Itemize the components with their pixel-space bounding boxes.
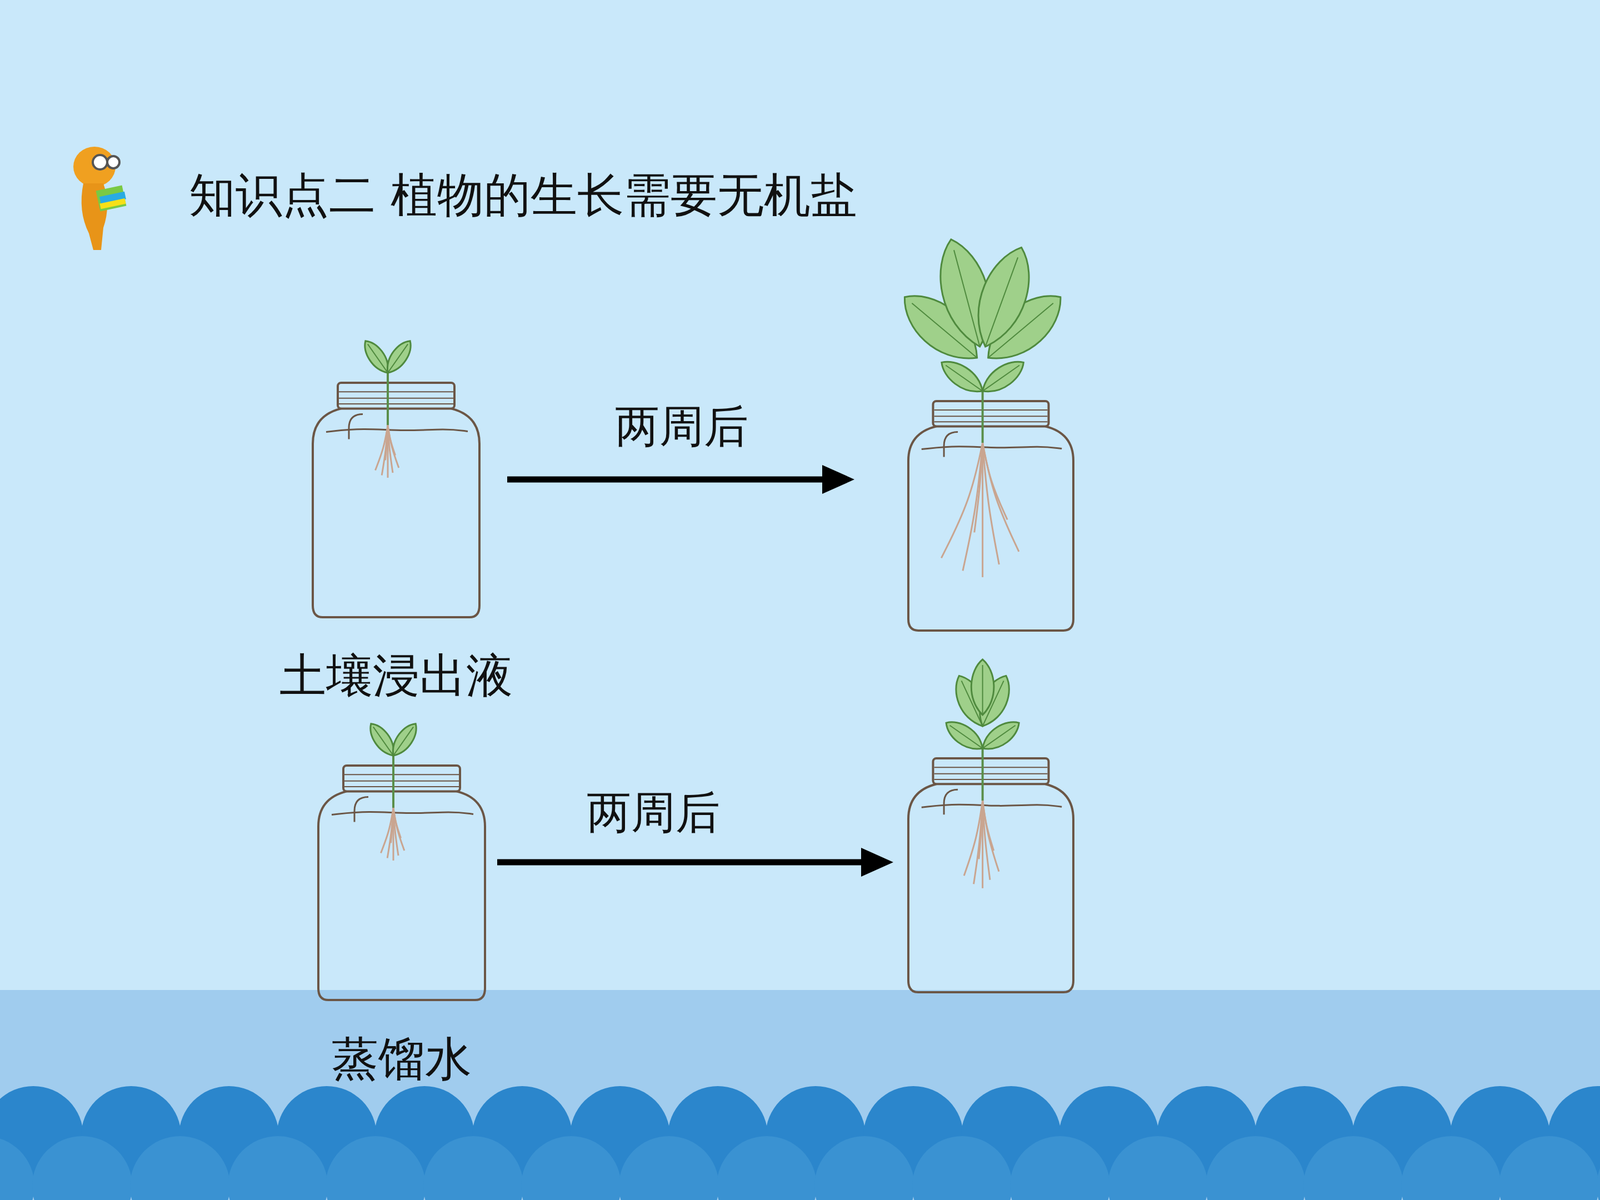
arrows: [497, 465, 894, 877]
wave-circle: [1107, 1136, 1208, 1200]
wave-circle: [618, 1136, 719, 1200]
seedling: [941, 659, 1025, 756]
jar-node: 土壤浸出液: [312, 382, 480, 618]
arrow-line: [507, 476, 828, 483]
leaf: [965, 240, 1043, 354]
seedling: [365, 719, 422, 760]
seedling: [891, 233, 1074, 399]
mascot-icon: [73, 146, 127, 250]
jar: [318, 719, 485, 1000]
leaf: [936, 354, 989, 399]
leaf: [387, 719, 422, 760]
wave-circle: [1401, 1136, 1502, 1200]
arrow-head: [861, 847, 894, 877]
leaf: [381, 336, 417, 378]
wave-circle: [1303, 1136, 1404, 1200]
wave-circle: [0, 1136, 35, 1200]
arrow-label: 两周后: [615, 397, 749, 458]
wave-circle: [1010, 1136, 1110, 1200]
leaf: [977, 354, 1030, 399]
wave-decoration: [0, 1086, 1600, 1200]
arrow-line: [497, 859, 867, 866]
leaf: [971, 659, 994, 715]
jar-node: 蒸馏水: [318, 765, 485, 1000]
wave-circle: [423, 1136, 524, 1200]
jar-label: 蒸馏水: [331, 1027, 472, 1092]
wave-circle: [130, 1136, 230, 1200]
jar: [908, 659, 1074, 993]
jar: [312, 336, 480, 618]
arrow-label: 两周后: [586, 783, 720, 844]
wave-circle: [716, 1136, 817, 1200]
wave-circle: [32, 1136, 133, 1200]
jar: [891, 233, 1074, 631]
wave-circle: [1205, 1136, 1306, 1200]
wave-circle: [325, 1136, 426, 1200]
jar-label: 土壤浸出液: [279, 644, 513, 708]
arrow-head: [822, 465, 855, 494]
wave-circle: [814, 1136, 915, 1200]
seedling: [359, 336, 417, 378]
wave-circle: [1596, 1136, 1600, 1200]
wave-circle: [912, 1136, 1013, 1200]
slide-title: 知识点二 植物的生长需要无机盐: [188, 163, 858, 228]
jar-illustrations: [312, 233, 1074, 1000]
wave-circle: [1498, 1136, 1599, 1200]
wave-circle: [227, 1136, 328, 1200]
wave-circle: [521, 1136, 622, 1200]
